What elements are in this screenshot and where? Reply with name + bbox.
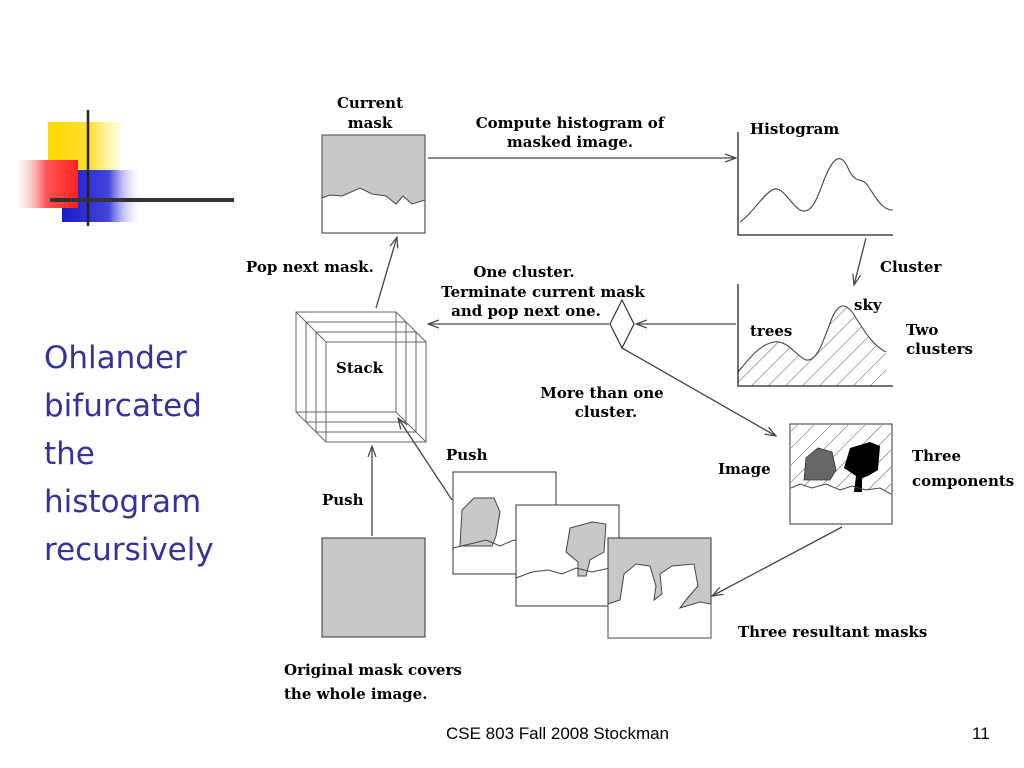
- original-mask-label-line2: the whole image.: [284, 685, 427, 703]
- histogram-chart: [737, 132, 894, 236]
- resultant-mask-3: [607, 537, 712, 639]
- slide-footer: CSE 803 Fall 2008 Stockman: [446, 724, 670, 743]
- two-clusters-label-line2: clusters: [906, 340, 973, 358]
- arrow-to-image: [621, 347, 776, 436]
- resultant-mask-2: [515, 504, 620, 607]
- three-components-label-line2: components: [912, 472, 1014, 490]
- arrow-cluster: [854, 237, 867, 285]
- image-label: Image: [718, 460, 771, 478]
- slide-title: Ohlander bifurcated the histogram recurs…: [44, 334, 244, 574]
- current-mask-label: Current mask: [337, 94, 403, 132]
- stack-cube: [295, 311, 427, 443]
- cluster-label: Cluster: [880, 258, 942, 276]
- three-components-label-line1: Three: [912, 447, 961, 465]
- title-line: bifurcated: [44, 388, 202, 424]
- compute-histogram-label-line1: Compute histogram of: [476, 114, 666, 132]
- arrow-to-resultant-masks: [712, 526, 843, 596]
- segmented-image: [789, 423, 893, 525]
- one-cluster-label-line2: Terminate current mask: [441, 283, 645, 301]
- pop-next-mask-label: Pop next mask.: [246, 258, 374, 276]
- page-number: 11: [972, 724, 990, 743]
- one-cluster-label-line1: One cluster.: [473, 263, 574, 281]
- push-upper-label: Push: [446, 446, 488, 464]
- arrow-pop-to-current-mask: [375, 237, 397, 309]
- arrow-push-to-stack-upper: [398, 418, 453, 501]
- current-mask-label-line2: mask: [348, 114, 393, 132]
- histogram-label: Histogram: [750, 120, 839, 138]
- two-clusters-chart: [737, 284, 893, 387]
- stack-label: Stack: [336, 359, 384, 377]
- title-line: recursively: [44, 532, 214, 568]
- trees-label: trees: [750, 322, 792, 340]
- title-line: histogram: [44, 484, 202, 520]
- three-resultant-masks-label: Three resultant masks: [738, 623, 927, 641]
- compute-histogram-label-line2: masked image.: [507, 133, 633, 151]
- title-line: the: [44, 436, 95, 472]
- original-mask-label-line1: Original mask covers: [284, 661, 462, 679]
- decorative-corner-graphic: [14, 110, 234, 226]
- one-cluster-label-line3: and pop next one.: [451, 302, 601, 320]
- more-than-one-label-line2: cluster.: [575, 403, 637, 421]
- two-clusters-label-line1: Two: [906, 321, 938, 339]
- push-lower-label: Push: [322, 491, 364, 509]
- current-mask-image: [321, 134, 426, 234]
- title-line: Ohlander: [44, 340, 187, 376]
- original-mask: [321, 537, 426, 638]
- current-mask-label-line1: Current: [337, 94, 403, 112]
- more-than-one-label-line1: More than one: [540, 384, 663, 402]
- decision-diamond: [609, 298, 635, 350]
- sky-label: sky: [854, 296, 883, 314]
